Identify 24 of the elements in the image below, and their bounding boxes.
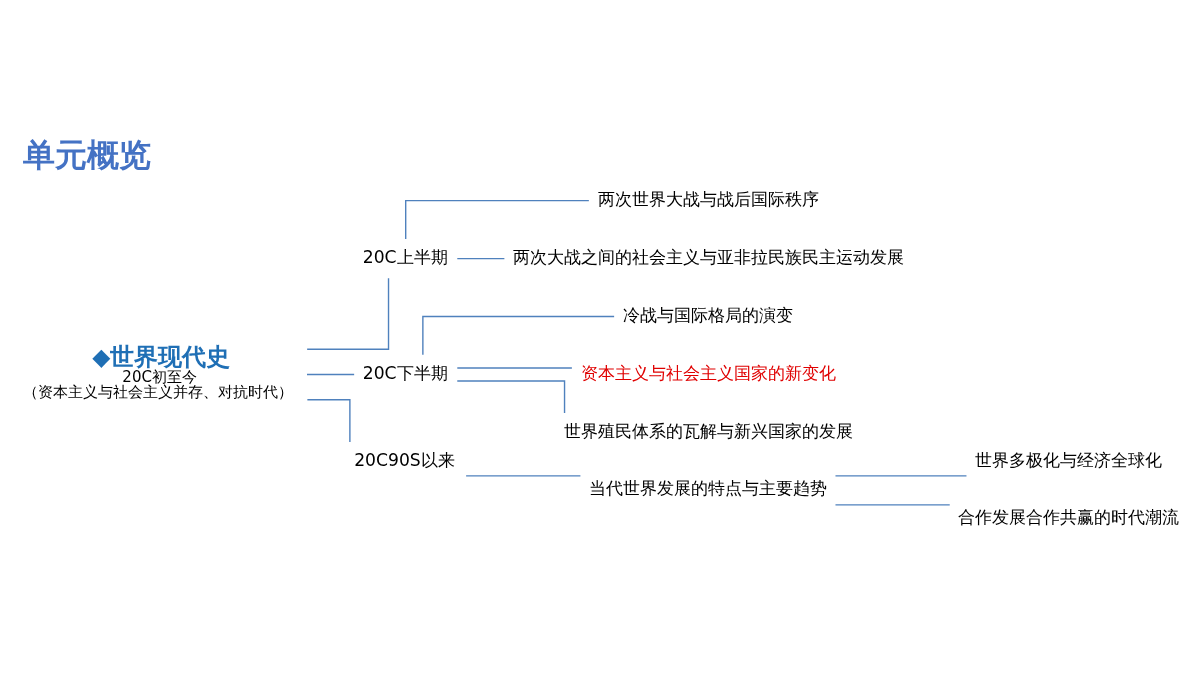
node-text: 20C上半期	[362, 246, 448, 267]
connector	[305, 373, 355, 375]
connector	[834, 503, 950, 506]
node-text: 当代世界发展的特点与主要趋势	[588, 477, 827, 498]
node-text: 冷战与国际格局的演变	[622, 304, 793, 325]
connector	[404, 199, 590, 240]
node-text: 合作发展合作共赢的时代潮流	[957, 506, 1179, 527]
connector	[306, 398, 351, 443]
node-text: 世界多极化与经济全球化	[974, 449, 1162, 470]
node-text: 20C90S以来	[353, 449, 455, 470]
node-text: 两次大战之间的社会主义与亚非拉民族民主运动发展	[512, 246, 904, 267]
node-text: 世界殖民体系的瓦解与新兴国家的发展	[563, 420, 853, 441]
node-text: 20C下半期	[362, 362, 448, 383]
connector	[456, 379, 565, 414]
node-text: 两次世界大战与战后国际秩序	[597, 188, 819, 209]
connector	[456, 366, 573, 369]
connector	[456, 257, 505, 259]
connector	[464, 474, 581, 477]
diagram-title: 单元概览	[22, 135, 151, 174]
connector	[421, 315, 615, 356]
connector	[834, 474, 967, 477]
node-text: 资本主义与社会主义国家的新变化	[580, 362, 836, 383]
node-text: ◆世界现代史 20C初至今 （资本主义与社会主义并存、对抗时代）	[22, 342, 293, 401]
connector	[305, 277, 389, 350]
